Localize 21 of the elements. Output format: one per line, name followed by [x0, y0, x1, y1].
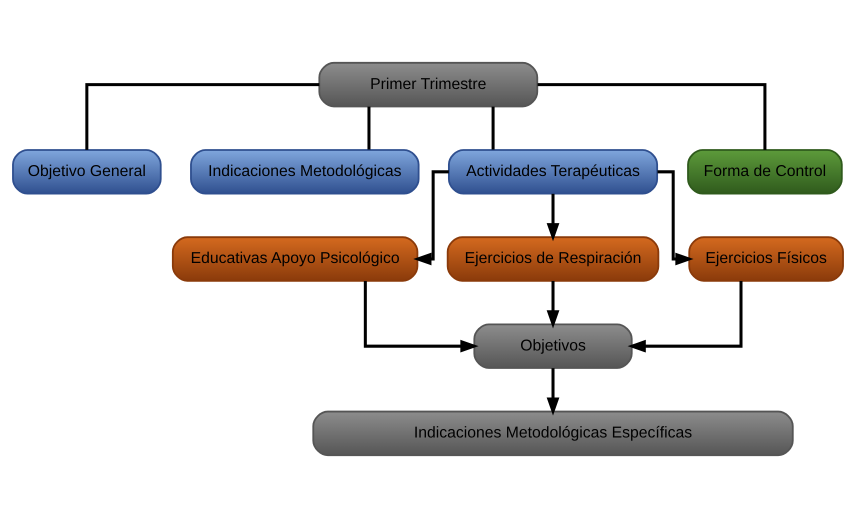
node-box: Primer Trimestre	[318, 62, 538, 108]
node-box: Objetivo General	[12, 149, 162, 195]
arrow	[657, 170, 694, 266]
node-box: Indicaciones Metodológicas Específicas	[312, 410, 794, 456]
node-box: Actividades Terapéuticas	[448, 149, 658, 195]
arrow	[546, 281, 560, 328]
arrow	[413, 170, 449, 266]
connector	[492, 106, 495, 150]
arrow	[628, 281, 743, 353]
node-box: Ejercicios Físicos	[688, 236, 844, 282]
connector	[85, 83, 320, 150]
connector	[538, 83, 766, 150]
node-box: Ejercicios de Respiración	[446, 236, 660, 282]
arrow	[546, 194, 560, 242]
connector	[367, 106, 370, 150]
node-box: Objetivos	[473, 323, 633, 369]
node-box: Educativas Apoyo Psicológico	[172, 236, 418, 282]
node-box: Indicaciones Metodológicas	[190, 149, 420, 195]
arrow	[364, 281, 479, 353]
arrow	[546, 368, 560, 416]
node-box: Forma de Control	[687, 149, 843, 195]
